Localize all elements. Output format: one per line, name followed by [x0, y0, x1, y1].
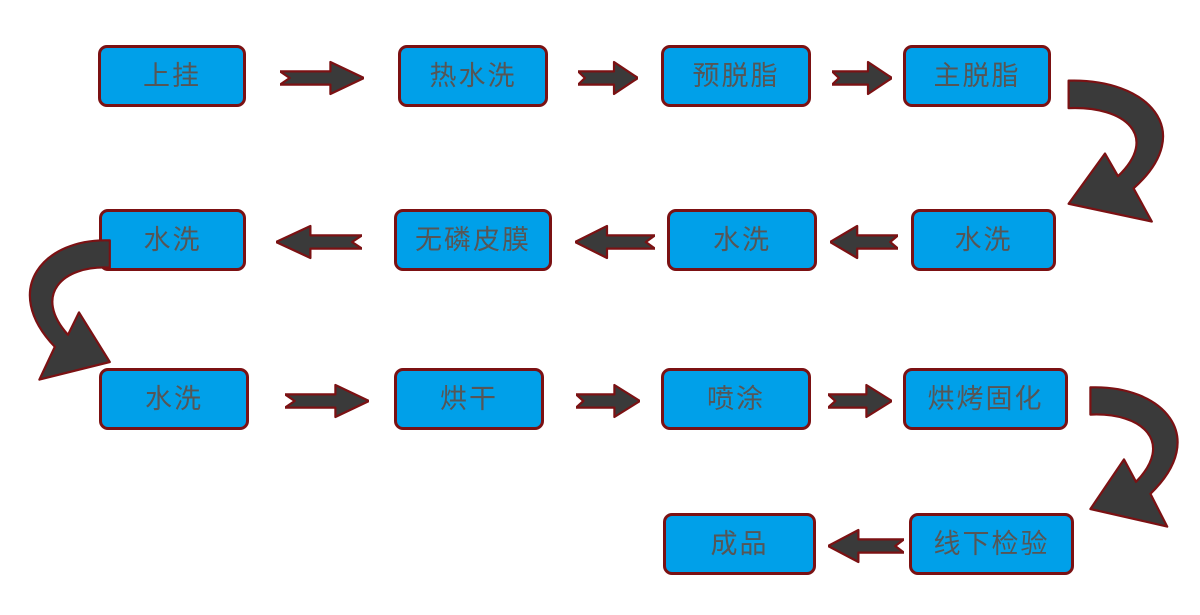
- flow-arrow-left-icon: [830, 224, 898, 260]
- process-node-label: 喷涂: [707, 383, 765, 414]
- flow-arrow-right-icon: [285, 383, 369, 419]
- flow-arrow-right-icon: [832, 60, 892, 96]
- process-node-n12[interactable]: 烘烤固化: [903, 368, 1068, 430]
- process-node-label: 上挂: [143, 60, 201, 91]
- flow-arrow-right-icon: [578, 60, 638, 96]
- process-node-n7[interactable]: 无磷皮膜: [394, 209, 552, 271]
- process-node-label: 烘烤固化: [927, 383, 1044, 414]
- process-node-label: 烘干: [440, 383, 498, 414]
- flow-arrow-left-icon: [276, 224, 362, 260]
- process-node-label: 水洗: [954, 224, 1013, 255]
- process-node-label: 预脱脂: [692, 60, 780, 91]
- process-node-label: 成品: [710, 528, 769, 559]
- process-node-n3[interactable]: 预脱脂: [661, 45, 811, 107]
- process-node-label: 无磷皮膜: [415, 224, 531, 255]
- process-node-label: 线下检验: [933, 528, 1050, 559]
- process-node-label: 水洗: [145, 383, 203, 414]
- flow-arrow-right-icon: [576, 383, 640, 419]
- process-node-n9[interactable]: 水洗: [99, 368, 249, 430]
- process-node-n1[interactable]: 上挂: [98, 45, 246, 107]
- process-node-n5[interactable]: 水洗: [911, 209, 1056, 271]
- flow-arrow-down-left-hook-icon: [28, 239, 111, 381]
- flow-arrow-down-right-hook-icon: [1089, 386, 1179, 528]
- process-node-n6[interactable]: 水洗: [667, 209, 817, 271]
- flow-arrow-left-icon: [575, 224, 655, 260]
- flow-arrow-right-icon: [828, 383, 892, 419]
- process-node-label: 热水洗: [429, 60, 517, 91]
- process-node-n4[interactable]: 主脱脂: [903, 45, 1051, 107]
- process-node-label: 水洗: [143, 224, 202, 255]
- process-node-n11[interactable]: 喷涂: [661, 368, 811, 430]
- process-node-n8[interactable]: 水洗: [99, 209, 246, 271]
- process-node-label: 主脱脂: [933, 60, 1021, 91]
- process-node-n13[interactable]: 线下检验: [909, 513, 1074, 575]
- flow-arrow-down-right-hook-icon: [1067, 79, 1165, 223]
- process-node-n2[interactable]: 热水洗: [398, 45, 548, 107]
- process-node-n14[interactable]: 成品: [663, 513, 816, 575]
- flow-arrow-left-icon: [828, 528, 904, 564]
- process-node-n10[interactable]: 烘干: [394, 368, 544, 430]
- flow-arrow-right-icon: [280, 60, 364, 96]
- process-node-label: 水洗: [713, 224, 771, 255]
